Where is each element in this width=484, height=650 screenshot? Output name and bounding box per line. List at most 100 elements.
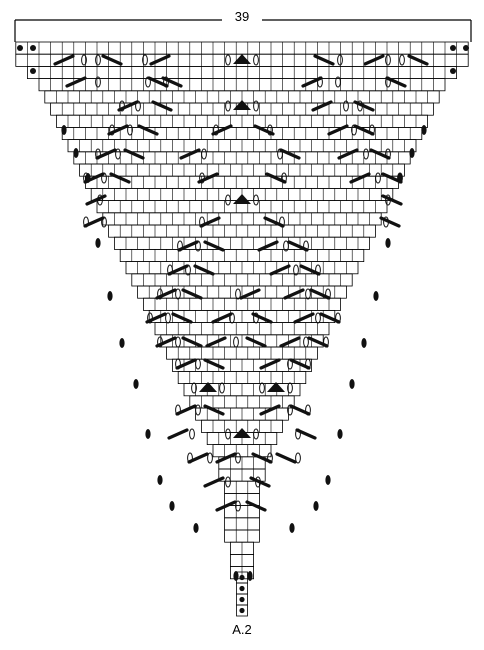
yarn-over-icon	[95, 76, 101, 88]
yarn-over-icon	[375, 172, 381, 184]
double-decrease-icon	[233, 194, 251, 204]
right-slant-decrease-icon	[193, 264, 215, 276]
left-slant-decrease-icon	[259, 404, 281, 416]
bobble-icon	[373, 291, 379, 301]
right-slant-decrease-icon	[181, 336, 203, 348]
yarn-over-icon	[315, 312, 321, 324]
right-slant-decrease-icon	[203, 240, 225, 252]
yarn-over-icon	[283, 240, 289, 252]
left-slant-decrease-icon	[149, 54, 171, 66]
bobble-icon	[337, 429, 343, 439]
double-decrease-icon	[267, 382, 285, 392]
double-decrease-icon	[233, 428, 251, 438]
yarn-over-icon	[317, 76, 323, 88]
yarn-over-icon	[225, 100, 231, 112]
yarn-over-icon	[325, 288, 331, 300]
bobble-icon	[119, 338, 125, 348]
left-slant-decrease-icon	[167, 264, 189, 276]
chart-row	[154, 322, 330, 336]
right-slant-decrease-icon	[407, 54, 429, 66]
right-slant-decrease-icon	[353, 100, 375, 112]
bobble-icon	[409, 148, 415, 158]
chart-row	[119, 248, 365, 262]
yarn-over-icon	[229, 312, 235, 324]
right-slant-decrease-icon	[101, 54, 123, 66]
yarn-over-icon	[115, 148, 121, 160]
chart-row	[26, 66, 458, 80]
chart-row	[142, 297, 341, 311]
yarn-over-icon	[385, 76, 391, 88]
yarn-over-icon	[97, 194, 103, 206]
left-slant-decrease-icon	[203, 476, 225, 488]
left-slant-decrease-icon	[257, 240, 279, 252]
right-slant-decrease-icon	[151, 100, 173, 112]
right-slant-decrease-icon	[161, 76, 183, 88]
purl-dot-icon	[239, 596, 245, 603]
yarn-over-icon	[135, 100, 141, 112]
yarn-over-icon	[195, 240, 201, 252]
stitch-count-label: 39	[225, 10, 259, 24]
chart-row	[73, 151, 411, 165]
bobble-icon	[61, 125, 67, 135]
purl-dot-icon	[239, 607, 245, 614]
right-slant-decrease-icon	[109, 172, 131, 184]
left-slant-decrease-icon	[327, 124, 349, 136]
left-slant-decrease-icon	[107, 124, 129, 136]
left-slant-decrease-icon	[155, 336, 177, 348]
bobble-icon	[157, 475, 163, 485]
left-slant-decrease-icon	[363, 54, 385, 66]
yarn-over-icon	[142, 54, 148, 66]
bobble-icon	[73, 148, 79, 158]
yarn-over-icon	[191, 382, 197, 394]
yarn-over-icon	[281, 172, 287, 184]
yarn-over-icon	[235, 500, 241, 512]
bobble-icon	[247, 571, 253, 581]
bobble-icon	[325, 475, 331, 485]
yarn-over-icon	[363, 148, 369, 160]
double-decrease-icon	[233, 54, 251, 64]
left-slant-decrease-icon	[175, 404, 197, 416]
left-slant-decrease-icon	[83, 172, 105, 184]
yarn-over-icon	[195, 404, 201, 416]
purl-dot-icon	[30, 68, 36, 74]
yarn-over-icon	[253, 428, 259, 440]
yarn-over-icon	[323, 336, 329, 348]
purl-dot-icon	[463, 45, 469, 51]
yarn-over-icon	[127, 124, 133, 136]
right-slant-decrease-icon	[203, 404, 225, 416]
yarn-over-icon	[267, 452, 273, 464]
bobble-icon	[385, 238, 391, 248]
left-slant-decrease-icon	[337, 148, 359, 160]
left-slant-decrease-icon	[117, 100, 139, 112]
right-slant-decrease-icon	[181, 288, 203, 300]
yarn-over-icon	[397, 172, 403, 184]
left-slant-decrease-icon	[175, 358, 197, 370]
yarn-over-icon	[303, 336, 309, 348]
yarn-over-icon	[225, 54, 231, 66]
chart-row	[224, 517, 260, 531]
yarn-over-icon	[315, 264, 321, 276]
purl-dot-icon	[239, 585, 245, 592]
purl-dot-icon	[450, 45, 456, 51]
bobble-icon	[133, 379, 139, 389]
right-slant-decrease-icon	[379, 216, 401, 228]
yarn-over-icon	[385, 54, 391, 66]
yarn-over-icon	[343, 100, 349, 112]
left-slant-decrease-icon	[269, 264, 291, 276]
bobble-icon	[313, 501, 319, 511]
left-slant-decrease-icon	[197, 172, 219, 184]
right-slant-decrease-icon	[171, 312, 193, 324]
chart-row	[224, 480, 260, 494]
yarn-over-icon	[369, 124, 375, 136]
left-slant-decrease-icon	[211, 124, 233, 136]
yarn-over-icon	[293, 264, 299, 276]
right-slant-decrease-icon	[279, 148, 301, 160]
left-slant-decrease-icon	[259, 358, 281, 370]
yarn-over-icon	[305, 358, 311, 370]
yarn-over-icon	[253, 194, 259, 206]
chart-row	[131, 273, 353, 287]
yarn-over-icon	[201, 148, 207, 160]
purl-dot-icon	[239, 574, 245, 581]
